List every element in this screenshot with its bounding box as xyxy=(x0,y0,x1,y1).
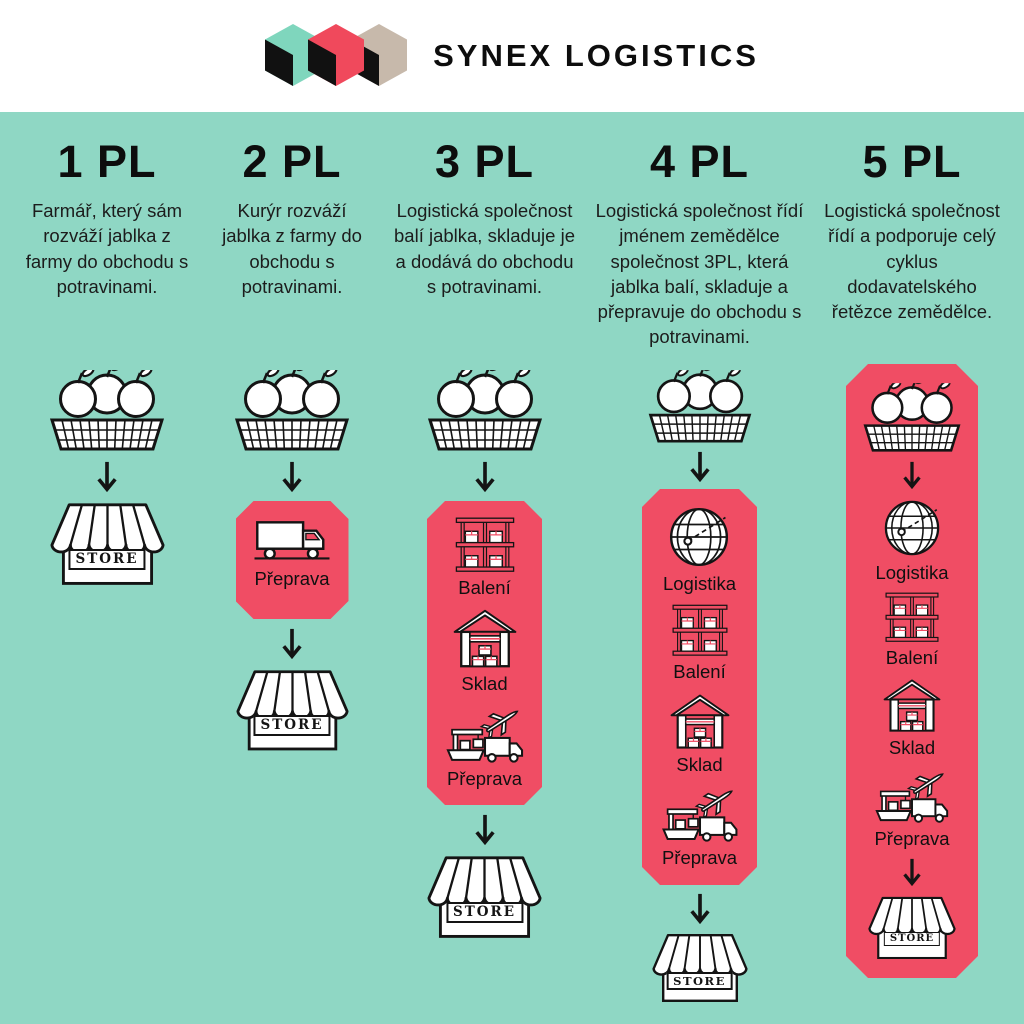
service-label: Balení xyxy=(673,661,726,683)
column-5pl: 5 PL Logistická společnost řídí a podpor… xyxy=(812,138,1012,1024)
store-sign: STORE xyxy=(666,972,733,991)
service-logistics: Logistika xyxy=(663,505,736,595)
service-label: Přeprava xyxy=(874,827,950,849)
brand-title: SYNEX LOGISTICS xyxy=(433,38,759,73)
three-cubes-icon xyxy=(265,24,408,86)
arrow-down-icon xyxy=(474,814,496,845)
column-1pl: 1 PL Farmář, který sám rozváží jablka z … xyxy=(12,138,202,1024)
service-label: Sklad xyxy=(676,753,723,775)
store-icon: STORE xyxy=(652,932,748,1002)
multimodal-transport-icon xyxy=(444,705,526,764)
warehouse-icon xyxy=(882,678,942,733)
globe-icon xyxy=(667,505,731,569)
column-5pl-flow: Logistika Balení Sklad Přeprava STO xyxy=(846,370,978,978)
column-3pl-description: Logistická společnost balí jablka, sklad… xyxy=(394,200,575,297)
column-4pl-title: 4 PL xyxy=(649,136,750,187)
packing-shelf-icon xyxy=(455,517,515,573)
packing-shelf-icon xyxy=(885,592,939,643)
store-sign: STORE xyxy=(445,902,524,923)
services-box-3pl: Balení Sklad Přeprava xyxy=(427,501,542,805)
column-3pl-title: 3 PL xyxy=(434,136,535,187)
arrow-down-icon xyxy=(902,858,922,886)
apples-basket-icon xyxy=(47,370,167,452)
infographic-canvas: 1 PL Farmář, který sám rozváží jablka z … xyxy=(0,112,1024,1024)
column-5pl-title: 5 PL xyxy=(862,136,962,187)
column-2pl-head: 2 PL Kurýr rozváží jablka z farmy do obc… xyxy=(213,138,371,370)
apples-basket-icon xyxy=(232,370,352,452)
arrow-down-icon xyxy=(281,461,303,492)
store-sign: STORE xyxy=(68,549,146,570)
truck-icon xyxy=(253,514,331,564)
service-packing: Balení xyxy=(672,604,728,683)
service-label: Sklad xyxy=(888,736,936,758)
arrow-down-icon xyxy=(902,461,922,489)
service-label: Balení xyxy=(885,647,939,669)
service-transport: Přeprava xyxy=(253,514,331,590)
apples-basket-icon xyxy=(646,370,754,444)
store-sign: STORE xyxy=(884,932,940,947)
service-logistics: Logistika xyxy=(875,498,948,584)
column-3pl-head: 3 PL Logistická společnost balí jablka, … xyxy=(391,138,579,370)
arrow-down-icon xyxy=(96,461,118,492)
multimodal-transport-icon xyxy=(873,768,951,824)
service-warehouse: Sklad xyxy=(669,693,731,776)
apples-basket-icon xyxy=(425,370,545,452)
column-2pl: 2 PL Kurýr rozváží jablka z farmy do obc… xyxy=(202,138,382,1024)
service-label: Balení xyxy=(458,576,511,598)
service-warehouse: Sklad xyxy=(452,608,518,695)
column-3pl-flow: Balení Sklad Přeprava STORE xyxy=(425,370,545,938)
warehouse-icon xyxy=(669,693,731,750)
service-label: Přeprava xyxy=(446,767,523,789)
services-box-4pl: Logistika Balení Sklad Přeprava xyxy=(642,489,757,885)
arrow-down-icon xyxy=(689,451,711,482)
column-2pl-flow: Přeprava STORE xyxy=(232,370,352,751)
packing-shelf-icon xyxy=(672,604,728,657)
multimodal-transport-icon xyxy=(660,785,740,843)
service-warehouse: Sklad xyxy=(882,678,942,759)
column-4pl-head: 4 PL Logistická společnost řídí jménem z… xyxy=(589,138,811,370)
apples-basket-icon xyxy=(861,383,963,453)
column-1pl-head: 1 PL Farmář, který sám rozváží jablka z … xyxy=(20,138,194,370)
service-packing: Balení xyxy=(885,592,939,669)
arrow-down-icon xyxy=(281,628,303,659)
column-4pl-description: Logistická společnost řídí jménem zemědě… xyxy=(595,200,804,348)
header: SYNEX LOGISTICS xyxy=(0,0,1024,112)
column-4pl: 4 PL Logistická společnost řídí jménem z… xyxy=(587,138,812,1024)
store-icon: STORE xyxy=(50,501,165,585)
service-label: Přeprava xyxy=(254,568,330,589)
services-box-2pl: Přeprava xyxy=(236,501,349,619)
services-box-5pl: Logistika Balení Sklad Přeprava STO xyxy=(846,364,978,978)
store-icon: STORE xyxy=(427,854,542,938)
service-transport: Přeprava xyxy=(444,705,526,790)
column-1pl-title: 1 PL xyxy=(57,136,157,187)
service-label: Přeprava xyxy=(661,847,738,869)
globe-icon xyxy=(882,498,942,558)
store-sign: STORE xyxy=(253,715,331,737)
service-label: Logistika xyxy=(875,561,949,583)
column-1pl-description: Farmář, který sám rozváží jablka z farmy… xyxy=(25,200,189,297)
column-3pl: 3 PL Logistická společnost balí jablka, … xyxy=(382,138,587,1024)
warehouse-icon xyxy=(452,608,518,669)
column-4pl-flow: Logistika Balení Sklad Přeprava STOR xyxy=(642,370,757,1002)
arrow-down-icon xyxy=(689,893,711,924)
column-5pl-head: 5 PL Logistická společnost řídí a podpor… xyxy=(821,138,1003,370)
store-icon: STORE xyxy=(868,895,956,960)
service-label: Sklad xyxy=(461,673,508,694)
service-label: Logistika xyxy=(662,572,736,594)
service-transport: Přeprava xyxy=(873,768,951,850)
arrow-down-icon xyxy=(474,461,496,492)
column-5pl-description: Logistická společnost řídí a podporuje c… xyxy=(824,200,1000,322)
service-packing: Balení xyxy=(455,517,515,599)
service-transport: Přeprava xyxy=(660,785,740,869)
store-icon: STORE xyxy=(236,668,349,751)
column-1pl-flow: STORE xyxy=(47,370,167,585)
column-2pl-title: 2 PL xyxy=(242,136,342,187)
column-2pl-description: Kurýr rozváží jablka z farmy do obchodu … xyxy=(222,200,362,297)
